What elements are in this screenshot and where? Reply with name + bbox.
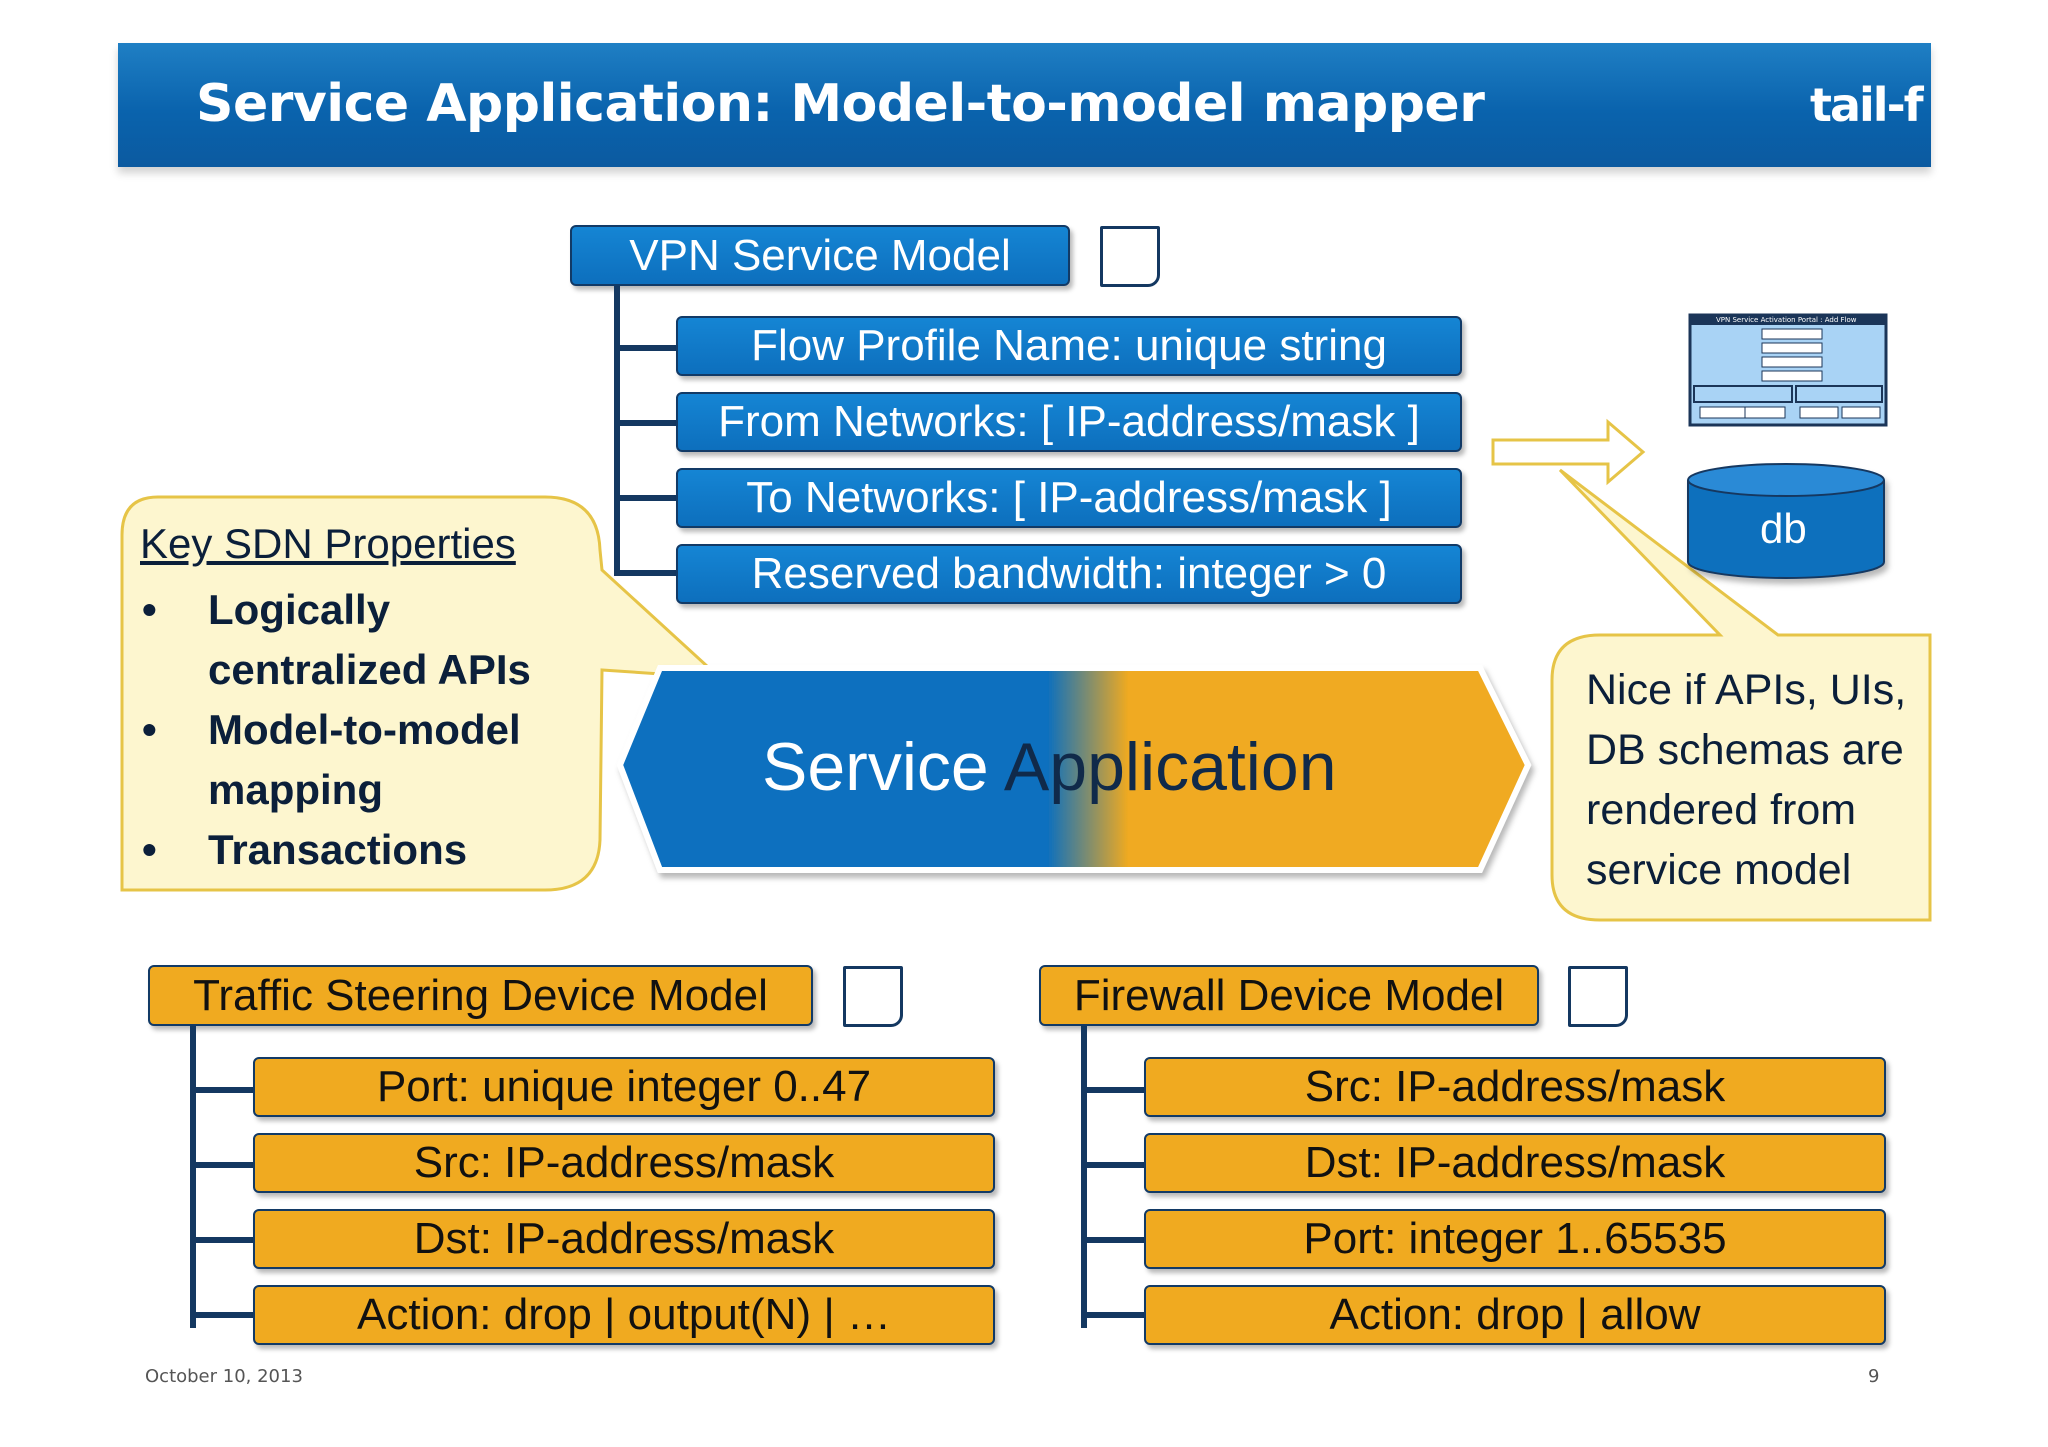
service-application-label-part1: Service (762, 729, 1004, 805)
callout-left-bubble (120, 495, 725, 892)
tree-line (190, 1026, 196, 1328)
service-application-shape (616, 665, 1532, 873)
tailf-logo: tail-f (1810, 78, 1924, 132)
service-application-label: Service Application (762, 728, 1337, 806)
document-icon (1568, 966, 1628, 1027)
document-icon (1100, 226, 1160, 287)
tree-branch (190, 1162, 256, 1168)
vpn-service-model-header: VPN Service Model (570, 225, 1070, 286)
bullet-item: Model-to-model mapping (208, 706, 521, 813)
traffic-field: Port: unique integer 0..47 (253, 1057, 995, 1117)
vpn-field: Flow Profile Name: unique string (676, 316, 1462, 376)
document-icon (843, 966, 903, 1027)
vpn-field: To Networks: [ IP-address/mask ] (676, 468, 1462, 528)
tree-branch (1081, 1087, 1147, 1093)
bullet-item: Transactions (208, 826, 468, 873)
tree-branch (190, 1237, 256, 1243)
traffic-field: Action: drop | output(N) | … (253, 1285, 995, 1345)
bullet-marker: • (142, 586, 157, 633)
firewall-field: Port: integer 1..65535 (1144, 1209, 1886, 1269)
tree-branch (614, 570, 678, 576)
arrow-right-icon (1491, 418, 1646, 486)
firewall-field: Src: IP-address/mask (1144, 1057, 1886, 1117)
callout-right-bubble (1550, 468, 1932, 922)
tree-branch (190, 1312, 256, 1318)
firewall-field: Dst: IP-address/mask (1144, 1133, 1886, 1193)
service-application-label-part2: Application (1003, 729, 1337, 805)
tree-branch (1081, 1237, 1147, 1243)
bullet-marker: • (142, 706, 157, 753)
ui-thumbnail-title: VPN Service Activation Portal : Add Flow (1716, 316, 1857, 324)
database-icon (1687, 463, 1885, 579)
bullet-item: Logically centralized APIs (208, 586, 531, 693)
ui-thumbnail-icon (1688, 313, 1888, 427)
page-number: 9 (1868, 1366, 1880, 1387)
firewall-model-header: Firewall Device Model (1039, 965, 1539, 1026)
tree-line (614, 286, 620, 576)
slide-title: Service Application: Model-to-model mapp… (196, 74, 1485, 134)
vpn-field: Reserved bandwidth: integer > 0 (676, 544, 1462, 604)
tree-line (1081, 1026, 1087, 1328)
bullet-marker: • (142, 826, 157, 873)
title-banner (118, 43, 1931, 167)
db-label: db (1760, 505, 1807, 552)
traffic-field: Dst: IP-address/mask (253, 1209, 995, 1269)
tree-branch (614, 495, 678, 501)
callout-right-text: Nice if APIs, UIs, DB schemas are render… (1586, 666, 1907, 894)
footer-date: October 10, 2013 (145, 1366, 303, 1387)
firewall-field: Action: drop | allow (1144, 1285, 1886, 1345)
tree-branch (614, 420, 678, 426)
tree-branch (614, 345, 678, 351)
vpn-field: From Networks: [ IP-address/mask ] (676, 392, 1462, 452)
traffic-field: Src: IP-address/mask (253, 1133, 995, 1193)
tree-branch (1081, 1312, 1147, 1318)
tree-branch (190, 1087, 256, 1093)
tree-branch (1081, 1162, 1147, 1168)
traffic-steering-model-header: Traffic Steering Device Model (148, 965, 813, 1026)
callout-left-title: Key SDN Properties (140, 520, 516, 567)
